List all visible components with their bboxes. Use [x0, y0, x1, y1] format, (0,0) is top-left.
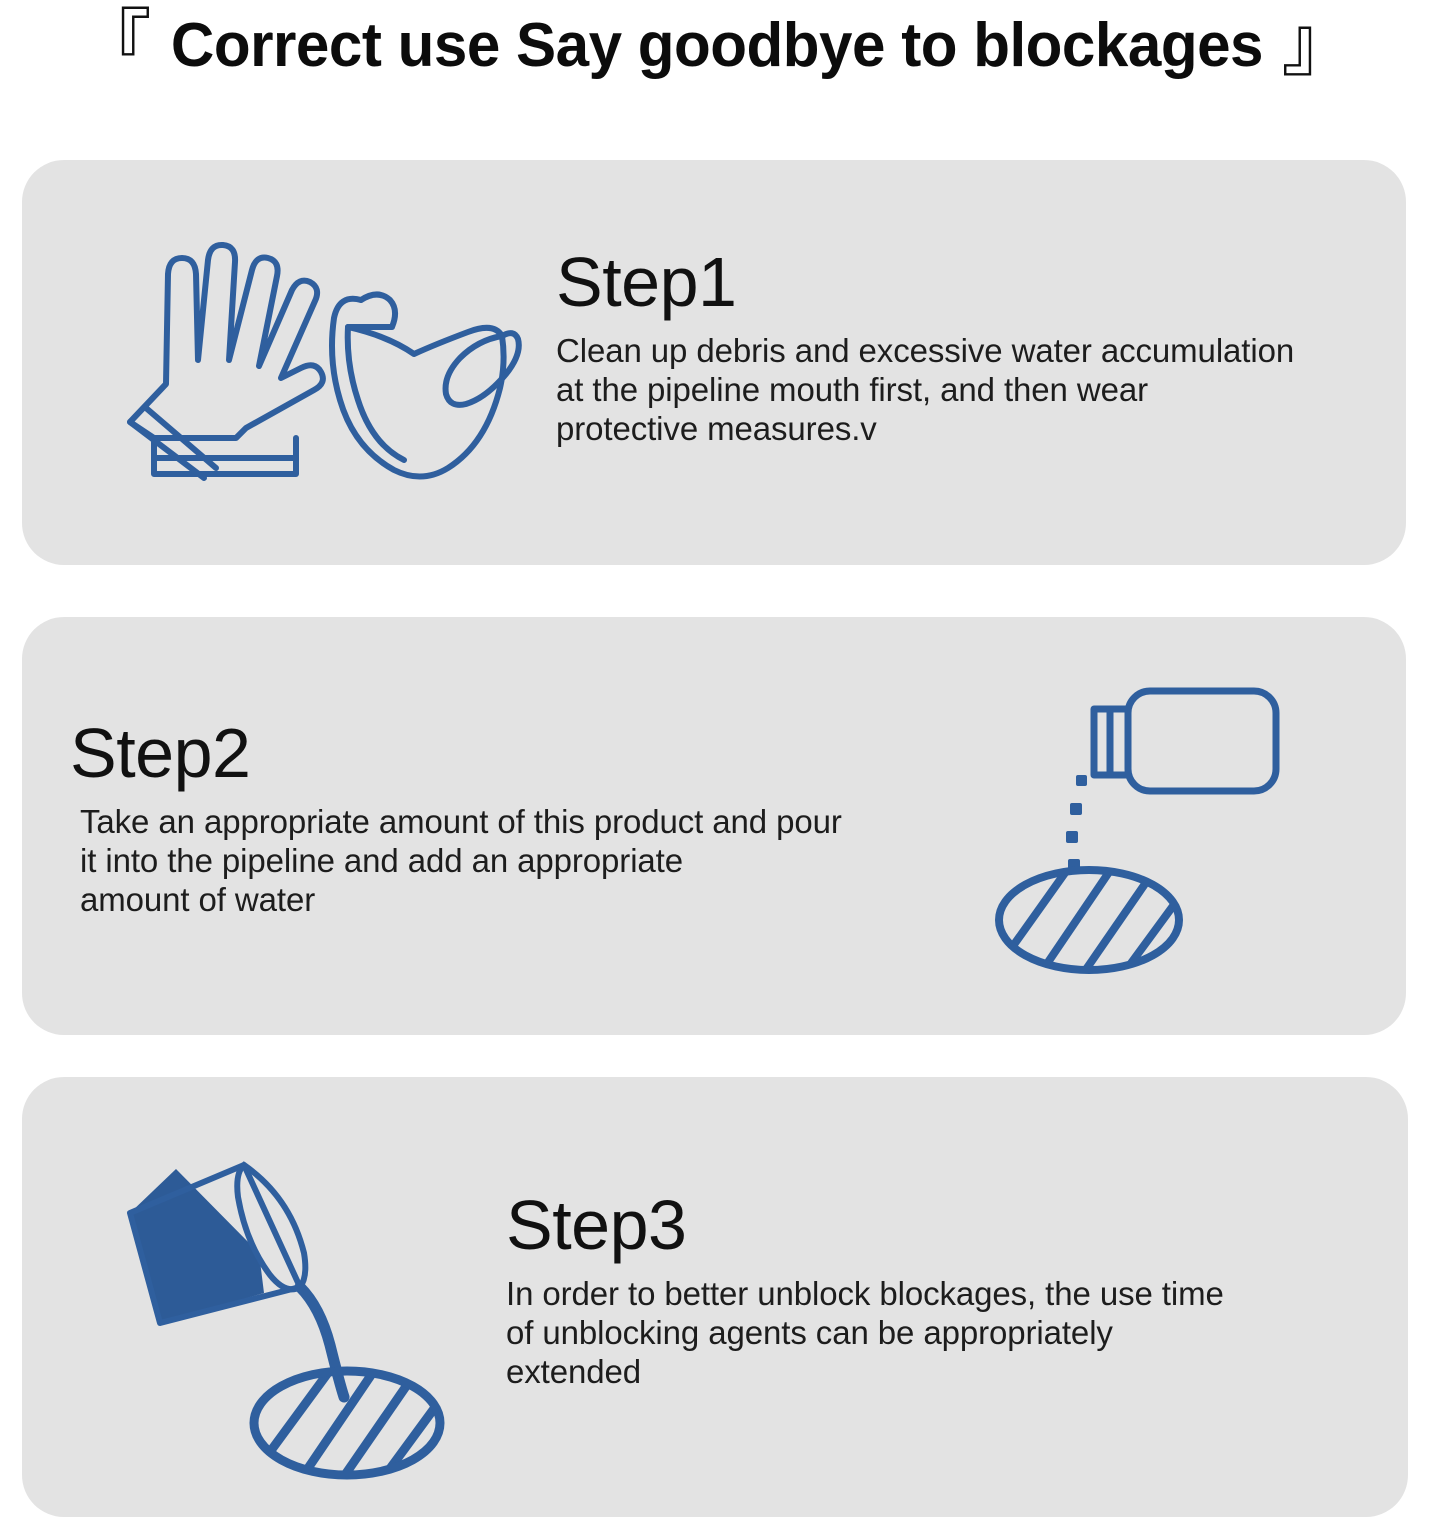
step2-heading: Step2 [70, 714, 251, 792]
step1-illustration [96, 232, 526, 502]
step-card-1 [22, 160, 1406, 565]
face-mask-icon [329, 291, 522, 480]
step2-description: Take an appropriate amount of this produ… [80, 803, 842, 919]
open-corner-bracket: 『 [77, 1, 152, 87]
liquid-drip-dots [1066, 775, 1087, 871]
step-card-2 [22, 617, 1406, 1035]
step2-illustration [976, 655, 1306, 985]
step1-heading: Step1 [556, 243, 737, 321]
step3-illustration [104, 1135, 484, 1480]
drain-hatched-icon [249, 1366, 445, 1480]
bottle-pouring-icon [1090, 687, 1280, 795]
page-title-text: Correct use Say goodbye to blockages [170, 11, 1263, 80]
page-title: 『 Correct use Say goodbye to blockages 』 [0, 2, 1433, 90]
close-corner-bracket: 』 [1281, 1, 1356, 87]
cup-pouring-icon [127, 1161, 350, 1403]
safety-gloves-icon [127, 241, 326, 481]
drain-hatched-icon [995, 866, 1183, 974]
step2-text-block: Step2 Take an appropriate amount of this… [70, 714, 970, 920]
step3-text-block: Step3 In order to better unblock blockag… [506, 1186, 1346, 1392]
step3-description: In order to better unblock blockages, th… [506, 1275, 1224, 1391]
step1-description: Clean up debris and excessive water accu… [556, 332, 1295, 448]
step3-heading: Step3 [506, 1186, 687, 1264]
step1-text-block: Step1 Clean up debris and excessive wate… [556, 243, 1396, 449]
